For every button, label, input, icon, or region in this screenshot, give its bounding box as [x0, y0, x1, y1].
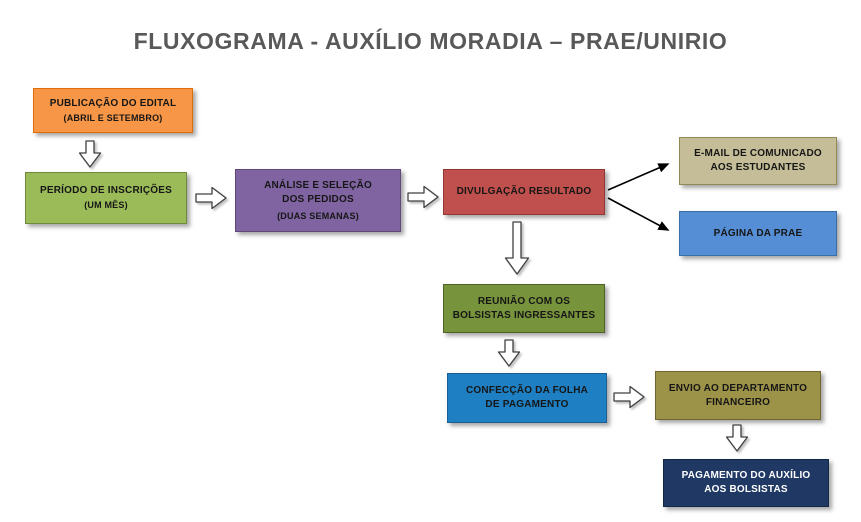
node-confeccao-folha-line1: CONFECÇÃO DA FOLHA [465, 385, 589, 396]
node-periodo-inscricoes-line2: (UM MÊS) [84, 200, 128, 210]
node-email-comunicado-line2: AOS ESTUDANTES [710, 162, 806, 173]
block-arrow-down-icon [504, 221, 530, 275]
node-pagina-prae-line1: PÁGINA DA PRAE [713, 227, 803, 239]
block-arrow-right-icon [613, 385, 645, 409]
node-envio-departamento: ENVIO AO DEPARTAMENTO FINANCEIRO [655, 371, 821, 420]
block-arrow-right-icon [195, 186, 227, 210]
node-periodo-inscricoes: PERÍODO DE INSCRIÇÕES (UM MÊS) [25, 172, 187, 224]
node-analise-selecao-line1: ANÁLISE E SELEÇÃO [264, 179, 372, 191]
connector-divulgacao-to-email [607, 163, 670, 191]
block-arrow-down-icon [78, 140, 102, 168]
block-arrow-right-icon [407, 185, 439, 209]
page-title: FLUXOGRAMA - AUXÍLIO MORADIA – PRAE/UNIR… [133, 28, 728, 54]
node-reuniao-bolsistas-line2: BOLSISTAS INGRESSANTES [452, 309, 596, 321]
node-reuniao-bolsistas-line1: REUNIÃO COM OS [477, 295, 571, 307]
block-arrow-down-icon [725, 424, 749, 452]
node-reuniao-bolsistas: REUNIÃO COM OS BOLSISTAS INGRESSANTES [443, 284, 605, 333]
node-divulgacao-resultado: DIVULGAÇÃO RESULTADO [443, 169, 605, 215]
node-pagina-prae: PÁGINA DA PRAE [679, 211, 837, 256]
node-periodo-inscricoes-line1: PERÍODO DE INSCRIÇÕES [40, 185, 172, 196]
node-analise-selecao: ANÁLISE E SELEÇÃO DOS PEDIDOS (DUAS SEMA… [235, 169, 401, 232]
node-pagamento-auxilio-line2: AOS BOLSISTAS [704, 484, 788, 495]
thin-connector-arrows [606, 148, 678, 240]
node-envio-departamento-line1: ENVIO AO DEPARTAMENTO [668, 382, 808, 394]
node-pagamento-auxilio: PAGAMENTO DO AUXÍLIO AOS BOLSISTAS [663, 459, 829, 507]
node-publicacao-edital-line2: (ABRIL E SETEMBRO) [63, 112, 163, 123]
node-publicacao-edital-line1: PUBLICAÇÃO DO EDITAL [49, 97, 177, 109]
node-analise-selecao-line3: (DUAS SEMANAS) [277, 210, 359, 221]
node-envio-departamento-line2: FINANCEIRO [705, 396, 771, 408]
node-publicacao-edital: PUBLICAÇÃO DO EDITAL (ABRIL E SETEMBRO) [33, 88, 193, 133]
node-confeccao-folha-line2: DE PAGAMENTO [485, 399, 569, 410]
block-arrow-down-icon [497, 339, 521, 367]
node-email-comunicado: E-MAIL DE COMUNICADO AOS ESTUDANTES [679, 137, 837, 185]
node-pagamento-auxilio-line1: PAGAMENTO DO AUXÍLIO [681, 470, 811, 481]
node-confeccao-folha: CONFECÇÃO DA FOLHA DE PAGAMENTO [447, 373, 607, 423]
connector-divulgacao-to-pagina [607, 197, 670, 231]
node-divulgacao-resultado-line1: DIVULGAÇÃO RESULTADO [456, 186, 592, 197]
node-email-comunicado-line1: E-MAIL DE COMUNICADO [694, 148, 822, 159]
node-analise-selecao-line2: DOS PEDIDOS [282, 193, 354, 205]
